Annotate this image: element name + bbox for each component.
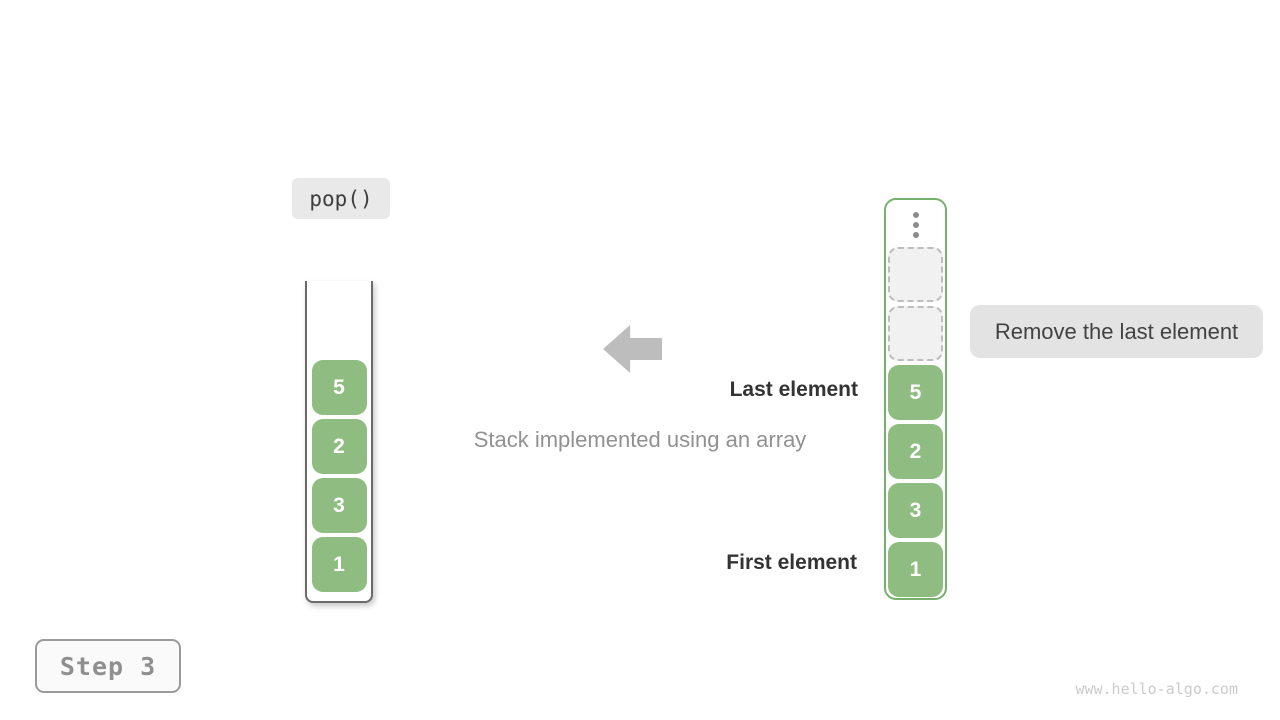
vertical-ellipsis-icon — [912, 212, 919, 238]
empty-slot — [888, 306, 943, 361]
dot — [912, 232, 919, 238]
watermark: www.hello-algo.com — [1075, 680, 1238, 698]
array-cell: 1 — [888, 542, 943, 597]
left-arrow-icon — [603, 325, 662, 373]
dot — [912, 222, 919, 228]
last-element-label: Last element — [729, 378, 858, 401]
stack-cell: 5 — [311, 360, 367, 415]
array-cells: 5 2 3 1 — [888, 247, 943, 597]
dot — [912, 212, 919, 218]
stack-cell: 2 — [311, 419, 367, 474]
stack-cell: 3 — [311, 478, 367, 533]
first-element-label: First element — [726, 551, 857, 574]
stack-container: 5 2 3 1 — [305, 281, 373, 603]
step-indicator: Step 3 — [35, 639, 181, 693]
empty-slot — [888, 247, 943, 302]
array-cell: 3 — [888, 483, 943, 538]
array-container: 5 2 3 1 — [884, 198, 947, 600]
figure-caption: Stack implemented using an array — [473, 427, 807, 452]
pop-operation-chip: pop() — [292, 178, 390, 219]
array-cell: 5 — [888, 365, 943, 420]
tooltip-bubble: Remove the last element — [970, 305, 1263, 358]
array-cell: 2 — [888, 424, 943, 479]
stack-cell: 1 — [311, 537, 367, 592]
